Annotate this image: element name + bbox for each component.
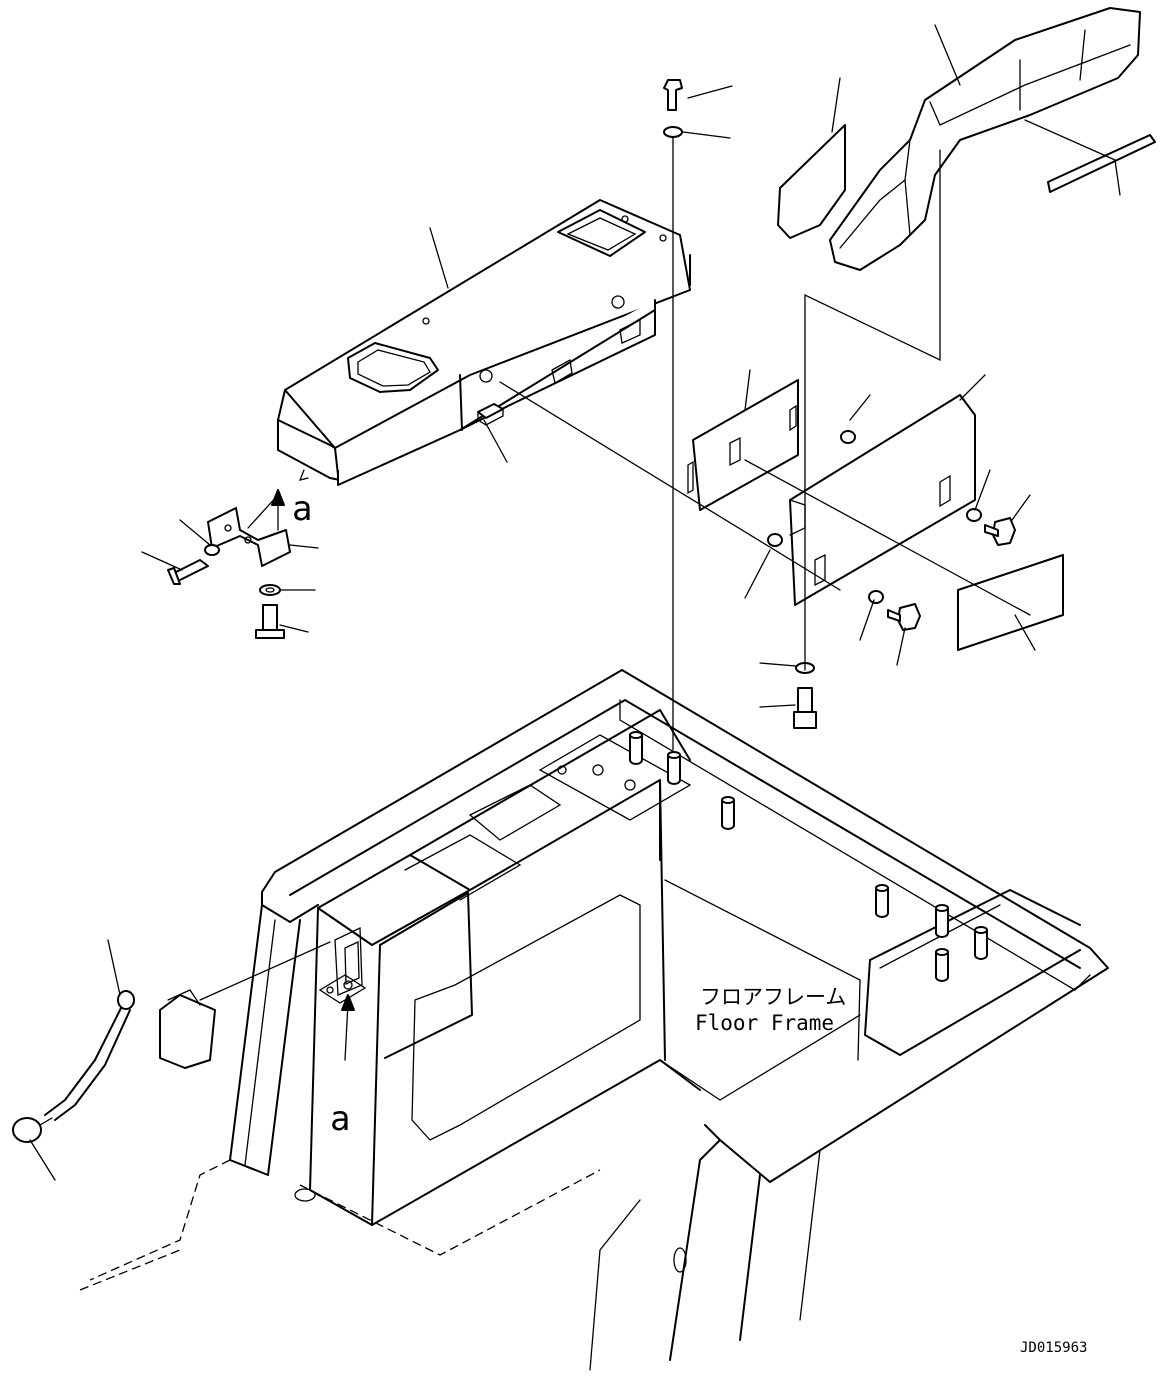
armrest (777, 7, 1156, 271)
floor-frame-label-en: Floor Frame (695, 1011, 834, 1035)
view-mark-a-top: a (292, 489, 312, 529)
side-covers (663, 79, 1064, 729)
view-mark-a-bottom: a (330, 1099, 350, 1139)
standoff-bolts (629, 731, 988, 982)
leader-lines (29, 24, 1121, 1181)
floor-frame-label-jp: フロアフレーム (700, 985, 846, 1009)
drawing-id: JD015963 (1020, 1340, 1087, 1356)
console-box (207, 199, 691, 567)
floor-frame (79, 669, 1109, 1371)
lever-assembly (12, 989, 216, 1143)
console-fasteners (167, 544, 285, 639)
